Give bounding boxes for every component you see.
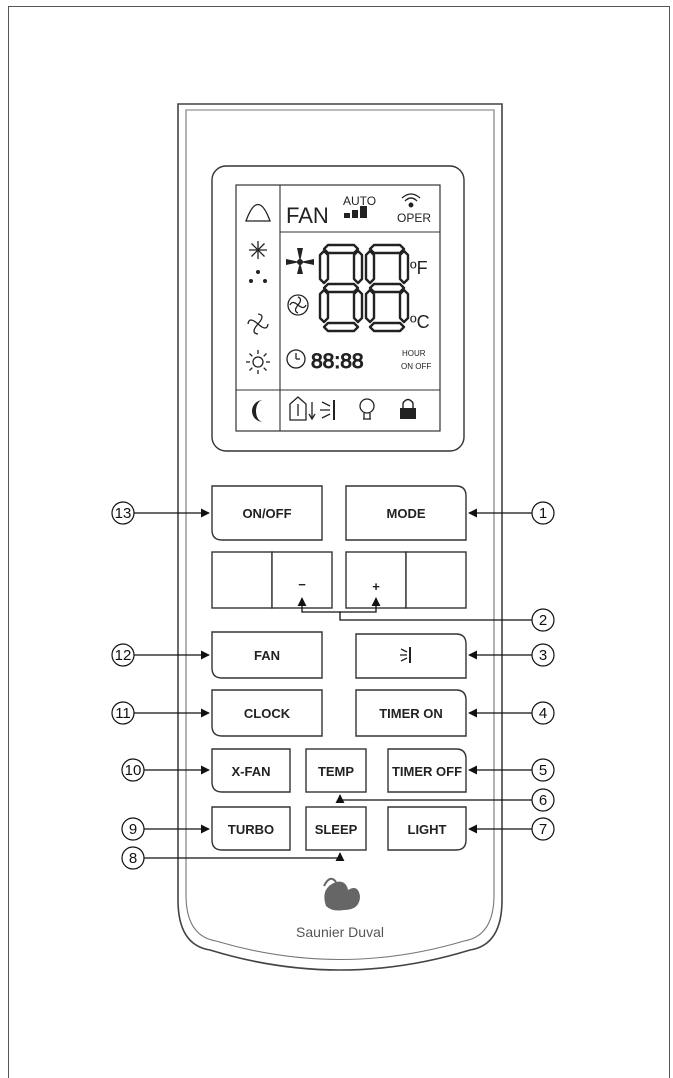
hour-label: HOUR bbox=[402, 349, 426, 358]
mode-button[interactable]: MODE bbox=[345, 485, 467, 541]
timer-off-button[interactable]: TIMER OFF bbox=[387, 748, 467, 793]
home-temp-icon bbox=[289, 396, 316, 421]
clock-digits: 88:88 bbox=[311, 350, 364, 373]
svg-text:11: 11 bbox=[115, 705, 131, 722]
swing-louver-icon bbox=[320, 400, 335, 420]
svg-text:7: 7 bbox=[539, 821, 547, 838]
on-off-label: ON OFF bbox=[401, 362, 431, 371]
svg-text:FAN: FAN bbox=[254, 648, 280, 663]
callout-6: 6 bbox=[335, 788, 555, 812]
fan-speed-bars-icon bbox=[344, 206, 367, 218]
sleep-button[interactable]: SLEEP bbox=[305, 806, 367, 851]
turbo-button[interactable]: TURBO bbox=[211, 806, 291, 851]
timer-on-button[interactable]: TIMER ON bbox=[355, 689, 467, 737]
x-fan-button[interactable]: X-FAN bbox=[211, 748, 291, 793]
lcd-auto-label: AUTO bbox=[343, 194, 376, 208]
svg-text:TEMP: TEMP bbox=[318, 764, 354, 779]
swing-button[interactable] bbox=[355, 633, 467, 679]
swing-icon bbox=[287, 294, 309, 316]
svg-text:1: 1 bbox=[539, 505, 547, 522]
sleep-moon-icon bbox=[252, 400, 263, 422]
blank-key-left bbox=[211, 551, 273, 609]
callout-7: 7 bbox=[468, 817, 555, 841]
clock-icon bbox=[286, 349, 306, 369]
svg-text:12: 12 bbox=[115, 647, 132, 664]
fan-button[interactable]: FAN bbox=[211, 631, 323, 679]
brand-name: Saunier Duval bbox=[296, 924, 384, 940]
svg-text:LIGHT: LIGHT bbox=[408, 822, 447, 837]
lcd-oper-label: OPER bbox=[397, 211, 431, 225]
remote-body-inner bbox=[185, 109, 495, 961]
svg-text:10: 10 bbox=[125, 762, 142, 779]
callout-13: 13 bbox=[111, 501, 210, 525]
svg-text:TURBO: TURBO bbox=[228, 822, 274, 837]
brand-logo-icon bbox=[323, 877, 360, 911]
svg-text:9: 9 bbox=[129, 821, 137, 838]
svg-text:TIMER OFF: TIMER OFF bbox=[392, 764, 462, 779]
callout-2: 2 bbox=[297, 597, 555, 632]
svg-text:8: 8 bbox=[129, 850, 137, 867]
callout-9: 9 bbox=[121, 817, 210, 841]
callout-11: 11 bbox=[111, 701, 210, 725]
callout-12: 12 bbox=[111, 643, 210, 667]
auto-mode-icon bbox=[245, 203, 271, 222]
unit-fahrenheit: ºF bbox=[410, 258, 428, 278]
swing-louver-icon bbox=[400, 647, 411, 663]
dry-mode-icon bbox=[249, 270, 267, 283]
svg-text:6: 6 bbox=[539, 792, 547, 809]
fan-blade-icon bbox=[286, 248, 314, 274]
lock-icon bbox=[400, 398, 416, 419]
unit-celsius: ºC bbox=[410, 312, 430, 332]
blank-key-right bbox=[405, 551, 467, 609]
svg-text:MODE: MODE bbox=[387, 506, 426, 521]
svg-text:+: + bbox=[372, 579, 380, 594]
svg-text:3: 3 bbox=[539, 647, 547, 664]
svg-text:TIMER ON: TIMER ON bbox=[379, 706, 443, 721]
lcd-fan-label: FAN bbox=[286, 203, 329, 228]
svg-text:13: 13 bbox=[115, 505, 132, 522]
page-frame bbox=[8, 6, 670, 1078]
svg-text:X-FAN: X-FAN bbox=[232, 764, 271, 779]
clock-button[interactable]: CLOCK bbox=[211, 689, 323, 737]
svg-text:88: 88 bbox=[0, 0, 2, 1]
callout-1: 1 bbox=[468, 501, 555, 525]
fan-mode-icon bbox=[247, 313, 269, 335]
heat-mode-icon bbox=[246, 350, 270, 374]
callout-4: 4 bbox=[468, 701, 555, 725]
temperature-digits: 88 bbox=[0, 0, 410, 333]
light-button[interactable]: LIGHT bbox=[387, 806, 467, 851]
on-off-button[interactable]: ON/OFF bbox=[211, 485, 323, 541]
svg-text:−: − bbox=[298, 577, 306, 592]
callout-3: 3 bbox=[468, 643, 555, 667]
callout-5: 5 bbox=[468, 758, 555, 782]
svg-text:CLOCK: CLOCK bbox=[244, 706, 291, 721]
callout-8: 8 bbox=[121, 846, 345, 870]
svg-text:SLEEP: SLEEP bbox=[315, 822, 358, 837]
wifi-signal-icon bbox=[401, 193, 421, 208]
temp-button[interactable]: TEMP bbox=[305, 748, 367, 793]
svg-text:5: 5 bbox=[539, 762, 547, 779]
cool-mode-icon bbox=[249, 241, 267, 259]
svg-text:ON/OFF: ON/OFF bbox=[242, 506, 291, 521]
light-bulb-icon bbox=[359, 398, 375, 420]
svg-text:4: 4 bbox=[539, 705, 547, 722]
svg-text:2: 2 bbox=[539, 612, 547, 629]
callout-10: 10 bbox=[121, 758, 210, 782]
